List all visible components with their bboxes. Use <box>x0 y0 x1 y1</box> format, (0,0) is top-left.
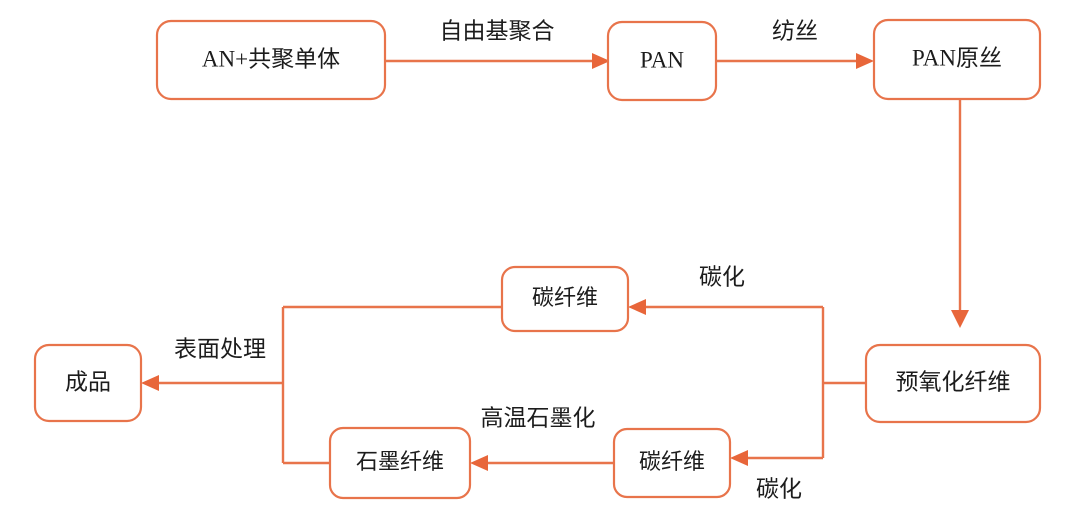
node-label: AN+共聚单体 <box>202 46 340 71</box>
node-pan-fiber[interactable]: PAN原丝 <box>872 18 1042 101</box>
node-label: 石墨纤维 <box>356 449 444 474</box>
arrow-head-icon <box>141 375 159 391</box>
node-label: PAN <box>640 47 684 72</box>
node-preoxidized-fiber[interactable]: 预氧化纤维 <box>864 343 1042 424</box>
edge-preox-to-cf-top <box>628 299 823 315</box>
edge-preox-to-cf-bottom <box>730 450 823 466</box>
node-label: 成品 <box>65 369 111 394</box>
edge-label-radical-polymerization: 自由基聚合 <box>440 18 555 43</box>
edge-panfiber-to-preox <box>951 100 969 328</box>
edge-cf-bottom-to-graphite <box>470 455 614 471</box>
node-product[interactable]: 成品 <box>33 343 143 423</box>
node-label: 碳纤维 <box>532 285 598 310</box>
arrow-head-icon <box>470 455 488 471</box>
node-box[interactable] <box>328 426 472 500</box>
node-box[interactable] <box>155 19 387 101</box>
arrow-head-icon <box>856 53 874 69</box>
node-box[interactable] <box>864 343 1042 424</box>
edge-label-surface-treatment: 表面处理 <box>174 336 266 361</box>
node-label: 预氧化纤维 <box>896 369 1011 394</box>
node-box[interactable] <box>500 265 630 333</box>
node-box[interactable] <box>33 343 143 423</box>
node-label: PAN原丝 <box>912 45 1002 70</box>
node-box[interactable] <box>606 20 718 102</box>
node-pan[interactable]: PAN <box>606 20 718 102</box>
edge-label-high-temp-graphitization: 高温石墨化 <box>481 405 596 430</box>
edge-monomer-to-pan <box>386 53 610 69</box>
node-monomer[interactable]: AN+共聚单体 <box>155 19 387 101</box>
node-carbon-fiber-top[interactable]: 碳纤维 <box>500 265 630 333</box>
edge-label-carbonization-bottom: 碳化 <box>756 476 802 501</box>
node-graphite-fiber[interactable]: 石墨纤维 <box>328 426 472 500</box>
node-box[interactable] <box>872 18 1042 101</box>
arrow-head-icon <box>730 450 748 466</box>
arrow-head-icon <box>628 299 646 315</box>
arrow-head-icon <box>951 310 969 328</box>
edge-to-product <box>141 305 502 465</box>
node-label: 碳纤维 <box>639 449 705 474</box>
edge-pan-to-panfiber <box>717 53 874 69</box>
edge-label-carbonization-top: 碳化 <box>699 264 745 289</box>
node-box[interactable] <box>612 427 732 499</box>
arrow-head-icon <box>592 53 610 69</box>
edge-preox-trunk <box>821 307 866 458</box>
edge-label-spinning: 纺丝 <box>772 18 818 43</box>
node-carbon-fiber-bottom[interactable]: 碳纤维 <box>612 427 732 499</box>
